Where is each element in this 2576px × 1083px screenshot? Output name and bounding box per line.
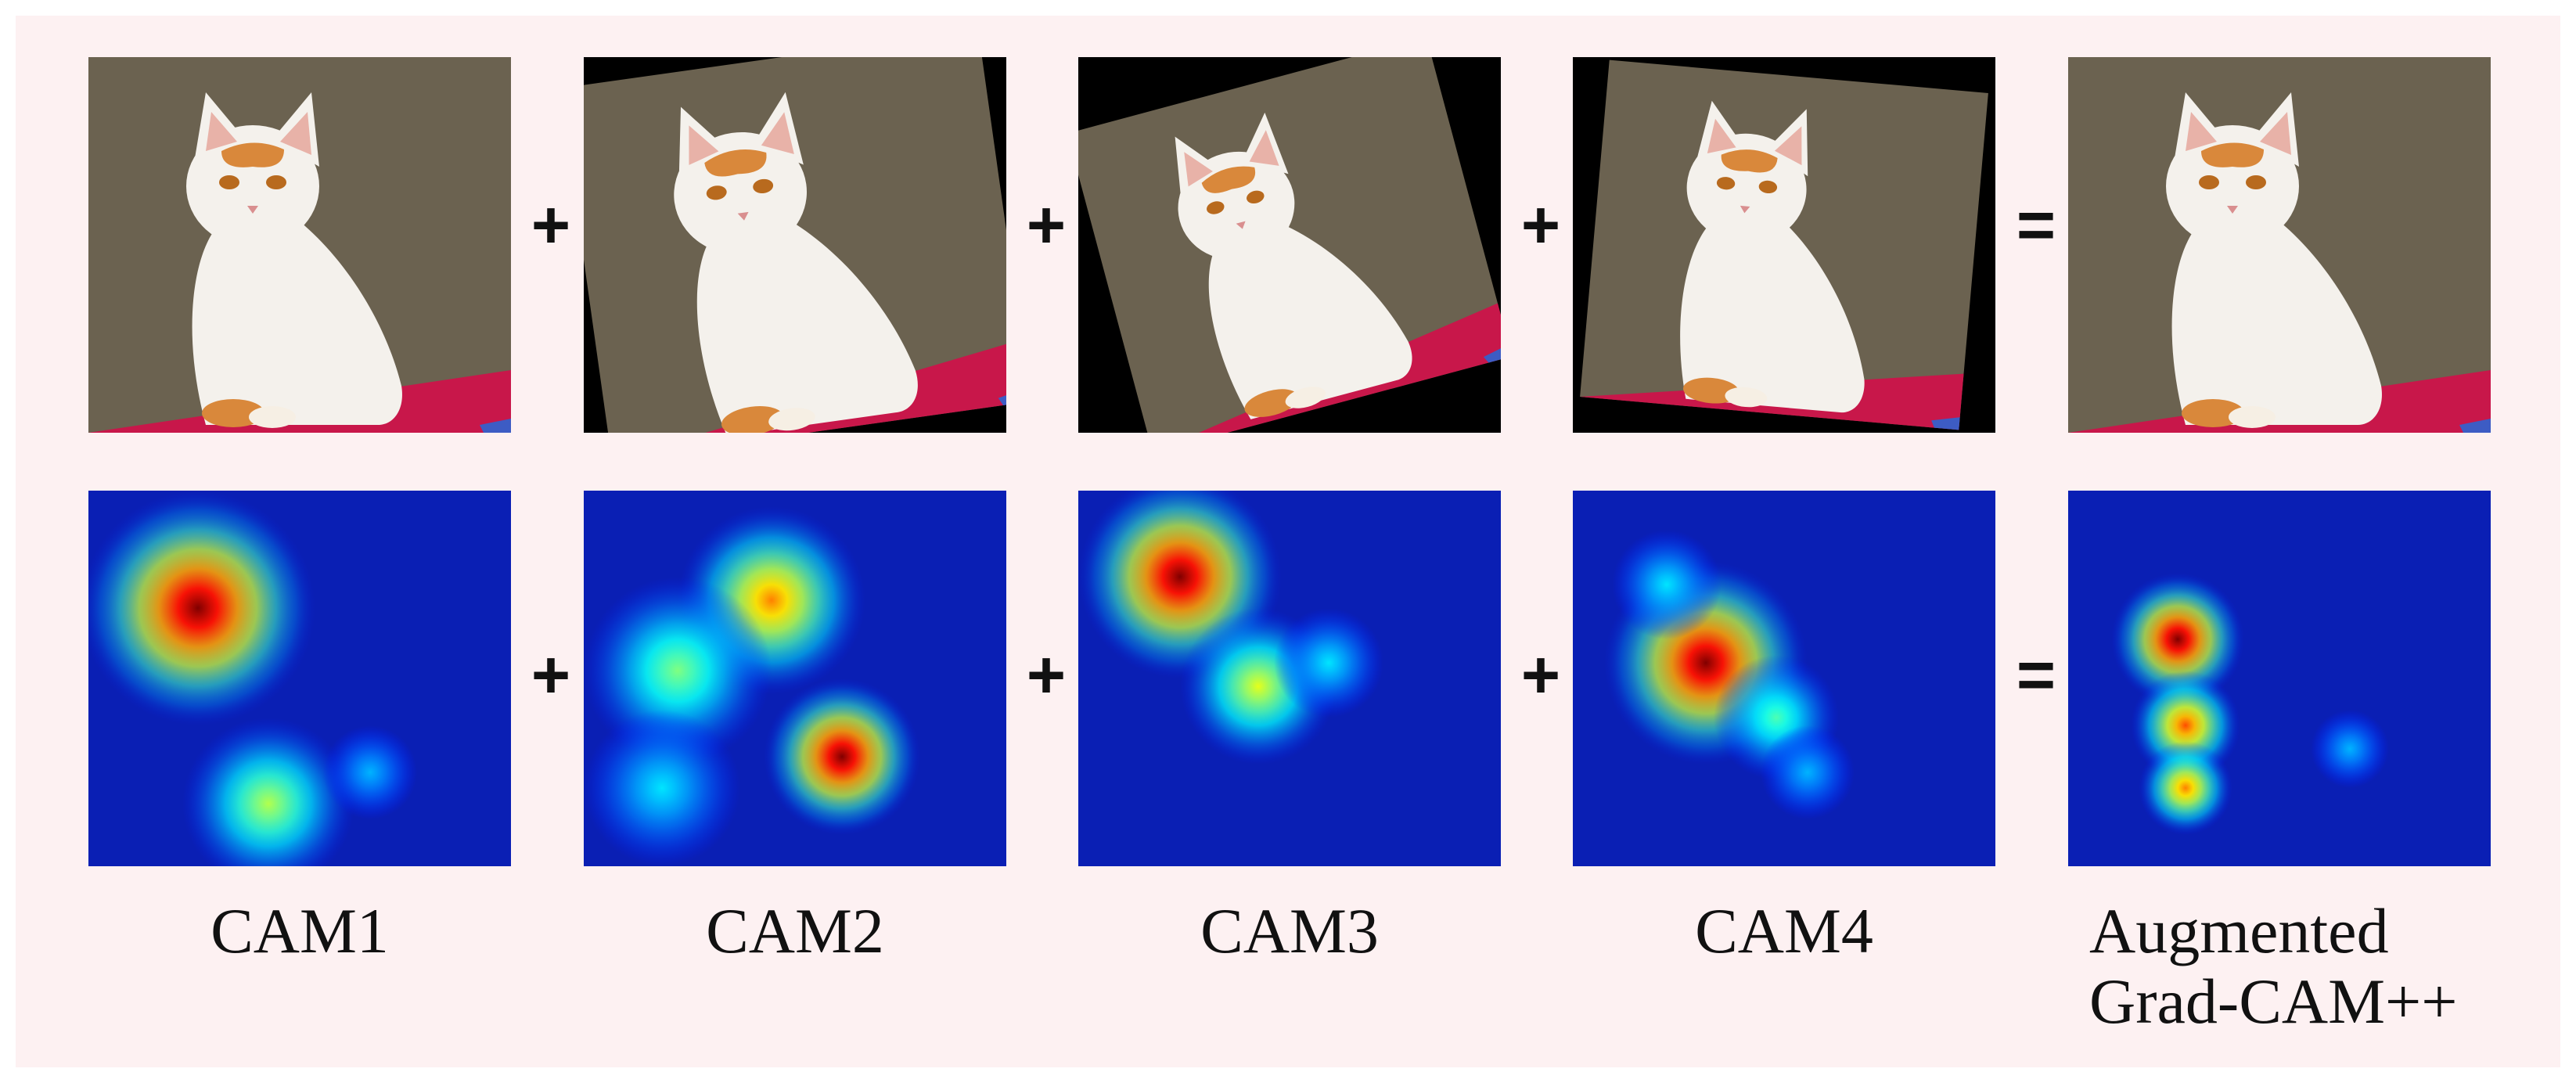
cat-image-result xyxy=(2068,57,2491,433)
cat-paw xyxy=(2182,399,2244,427)
cat-paw xyxy=(249,406,296,428)
cat-photo-icon xyxy=(88,57,511,433)
cat-head xyxy=(186,125,319,247)
cat-eye xyxy=(2246,175,2266,189)
cat-photo-icon xyxy=(1573,57,1995,433)
cat-eye xyxy=(1716,177,1736,190)
cat-head xyxy=(2166,125,2299,247)
blanket-edge xyxy=(2459,419,2491,433)
heat-blob xyxy=(764,678,920,835)
plus-operator: + xyxy=(1520,638,1561,713)
cat-eye xyxy=(219,175,239,189)
cat-eye xyxy=(1247,190,1265,204)
heatmap-cam3 xyxy=(1078,491,1501,866)
cat-nose xyxy=(1740,205,1750,214)
cat-image-original xyxy=(88,57,511,433)
label-augmented-gradcampp: Augmented Grad-CAM++ xyxy=(2089,895,2512,1038)
plus-operator: + xyxy=(1026,638,1067,713)
plus-operator: + xyxy=(1520,188,1561,263)
label-cam4: CAM4 xyxy=(1695,895,1873,966)
label-final-line1: Augmented xyxy=(2089,895,2389,966)
cat-body xyxy=(1680,218,1865,413)
cat-eye xyxy=(706,185,727,200)
heat-blob xyxy=(1761,725,1855,819)
cat-head-patch xyxy=(221,142,284,167)
cat-image-augmented-2 xyxy=(1078,57,1501,433)
cat-paw xyxy=(1285,387,1326,408)
cat-head-patch xyxy=(1721,149,1778,173)
heatmap-augmented-gradcampp xyxy=(2068,491,2491,866)
cat-head-patch xyxy=(704,149,767,177)
cat-body xyxy=(2171,221,2382,425)
cat-photo-icon xyxy=(584,57,1006,433)
cat-paw xyxy=(202,399,264,427)
label-cam3: CAM3 xyxy=(1200,895,1379,966)
cat-image-augmented-1 xyxy=(584,57,1006,433)
heatmap-icon xyxy=(1078,491,1501,866)
cat-nose xyxy=(2227,206,2238,214)
cat-body xyxy=(696,221,918,433)
cat-body xyxy=(192,221,402,425)
cat-image-augmented-3 xyxy=(1573,57,1995,433)
cat-nose xyxy=(737,211,749,221)
heatmap-icon xyxy=(584,491,1006,866)
plus-operator: + xyxy=(531,638,571,713)
equals-operator: = xyxy=(2016,638,2056,713)
heat-blob xyxy=(182,718,354,866)
blanket-edge xyxy=(1931,417,1960,430)
heatmap-icon xyxy=(2068,491,2491,866)
heat-blob xyxy=(1612,530,1722,639)
heat-blob xyxy=(323,725,417,819)
cat-eye xyxy=(753,178,774,194)
label-final-line2: Grad-CAM++ xyxy=(2089,966,2458,1038)
heatmap-cam1 xyxy=(88,491,511,866)
heat-blob xyxy=(1274,608,1383,718)
heatmap-cam4 xyxy=(1573,491,1995,866)
cat-eye xyxy=(1758,180,1778,194)
cat-nose xyxy=(1236,221,1246,229)
plus-operator: + xyxy=(1026,188,1067,263)
cat-head-patch xyxy=(2201,142,2264,167)
heat-blob xyxy=(88,491,315,725)
cat-eye xyxy=(266,175,286,189)
cat-paw xyxy=(1244,389,1298,417)
cat-photo-icon xyxy=(2068,57,2491,433)
blanket-edge xyxy=(1483,344,1501,363)
heat-blob xyxy=(2139,741,2232,835)
heat-blob xyxy=(2311,710,2389,788)
blanket-edge xyxy=(480,419,511,433)
heatmap-icon xyxy=(1573,491,1995,866)
cat-paw xyxy=(2229,406,2276,428)
cat-photo-icon xyxy=(1078,57,1501,433)
cat-nose xyxy=(247,206,258,214)
heat-blob xyxy=(584,710,740,866)
cat-eye xyxy=(1207,201,1225,214)
figure-panel: + + + = + + + = CAM1 xyxy=(16,16,2560,1067)
cat-body xyxy=(1208,225,1412,419)
cat-head-patch xyxy=(1201,166,1256,193)
cat-eye xyxy=(2199,175,2219,189)
equals-operator: = xyxy=(2016,188,2056,263)
heatmap-cam2 xyxy=(584,491,1006,866)
label-cam1: CAM1 xyxy=(210,895,389,966)
cat-paw xyxy=(721,406,784,433)
heatmap-icon xyxy=(88,491,511,866)
heat-blob xyxy=(2111,573,2244,706)
cat-paw xyxy=(1725,387,1768,408)
plus-operator: + xyxy=(531,188,571,263)
cat-paw xyxy=(768,408,815,431)
label-cam2: CAM2 xyxy=(706,895,884,966)
